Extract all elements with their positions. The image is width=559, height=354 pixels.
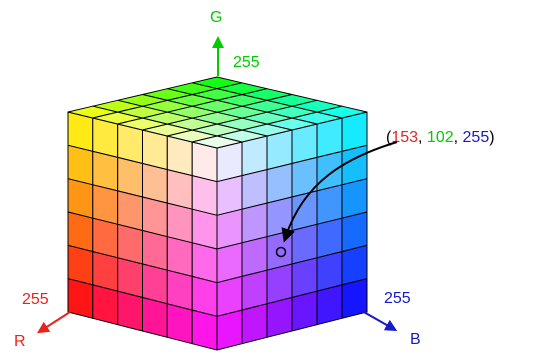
red-face-cell (67, 244, 94, 286)
blue-face-cell (291, 223, 318, 265)
red-face-cell (166, 169, 193, 210)
blue-face-cell (216, 309, 243, 351)
red-face-cell (166, 269, 193, 311)
color-point-marker (275, 246, 287, 258)
blue-face-cell (291, 257, 318, 298)
blue-face-cell (341, 178, 368, 219)
blue-face-cell (316, 284, 343, 326)
annotation-g-value: 102 (427, 129, 454, 146)
red-face-cell (166, 135, 193, 177)
red-face-cell (142, 196, 168, 238)
b-axis-arrow (361, 310, 398, 331)
blue-face-cell (291, 123, 318, 164)
cube-face-red-blue (67, 111, 218, 351)
red-face-cell (92, 150, 119, 192)
blue-face-cell (241, 202, 268, 244)
blue-face-cell (241, 169, 268, 210)
green-face-cell (191, 135, 243, 149)
red-face-cell (166, 236, 193, 277)
blue-face-cell (216, 275, 243, 317)
cube-face-blue-green (216, 111, 368, 351)
annotation-label: (153, 102, 255) (386, 129, 495, 146)
blue-face-cell (316, 150, 343, 192)
red-face-cell (166, 202, 193, 244)
red-face-cell (67, 178, 94, 219)
blue-face-cell (316, 117, 343, 158)
blue-face-cell (266, 163, 293, 204)
blue-face-cell (216, 141, 243, 183)
red-face-cell (191, 275, 218, 317)
red-face-cell (117, 290, 143, 332)
red-face-cell (191, 242, 218, 284)
b-axis-label: B (410, 331, 421, 348)
blue-face-cell (266, 129, 293, 171)
annotation-pointer-arrow (281, 141, 398, 243)
red-face-cell (142, 129, 168, 171)
red-face-cell (191, 309, 218, 351)
red-face-cell (92, 184, 119, 225)
red-face-cell (191, 141, 218, 183)
red-face-cell (142, 263, 168, 305)
blue-face-cell (266, 263, 293, 305)
blue-face-cell (216, 175, 243, 216)
g-axis-max-label: 255 (233, 54, 260, 71)
red-face-cell (166, 303, 193, 345)
b-axis-max-label: 255 (384, 290, 411, 307)
blue-face-cell (291, 290, 318, 332)
blue-face-cell (266, 297, 293, 338)
red-face-cell (117, 257, 143, 298)
red-face-cell (92, 251, 119, 292)
r-axis-max-label: 255 (22, 291, 49, 308)
red-face-cell (92, 284, 119, 326)
red-face-cell (142, 163, 168, 204)
r-axis-arrow (36, 311, 71, 334)
red-face-cell (142, 230, 168, 271)
g-axis-label: G (210, 9, 222, 26)
red-face-cell (117, 123, 143, 164)
red-face-cell (67, 211, 94, 253)
blue-face-cell (316, 217, 343, 259)
red-face-cell (117, 223, 143, 265)
blue-face-cell (291, 190, 318, 231)
blue-face-cell (316, 184, 343, 225)
red-face-cell (67, 278, 94, 319)
red-face-cell (142, 297, 168, 338)
blue-face-cell (241, 236, 268, 277)
blue-face-cell (216, 208, 243, 250)
red-face-cell (67, 111, 94, 152)
annotation-r-value: 153 (391, 129, 418, 146)
blue-face-cell (291, 156, 318, 198)
r-axis-label: R (14, 333, 26, 350)
red-face-cell (67, 144, 94, 186)
red-face-cell (92, 117, 119, 158)
red-face-cell (117, 156, 143, 198)
blue-face-cell (241, 303, 268, 345)
blue-face-cell (341, 244, 368, 286)
blue-face-cell (266, 230, 293, 271)
blue-face-cell (241, 269, 268, 311)
red-face-cell (191, 208, 218, 250)
cube-face-top-green (67, 76, 368, 149)
blue-face-cell (341, 144, 368, 186)
blue-face-cell (241, 135, 268, 177)
red-face-cell (92, 217, 119, 259)
blue-face-cell (316, 251, 343, 292)
red-face-cell (117, 190, 143, 231)
blue-face-cell (341, 111, 368, 152)
blue-face-cell (341, 278, 368, 319)
annotation-b-value: 255 (463, 129, 490, 146)
blue-face-cell (216, 242, 243, 284)
red-face-cell (191, 175, 218, 216)
blue-face-cell (341, 211, 368, 253)
